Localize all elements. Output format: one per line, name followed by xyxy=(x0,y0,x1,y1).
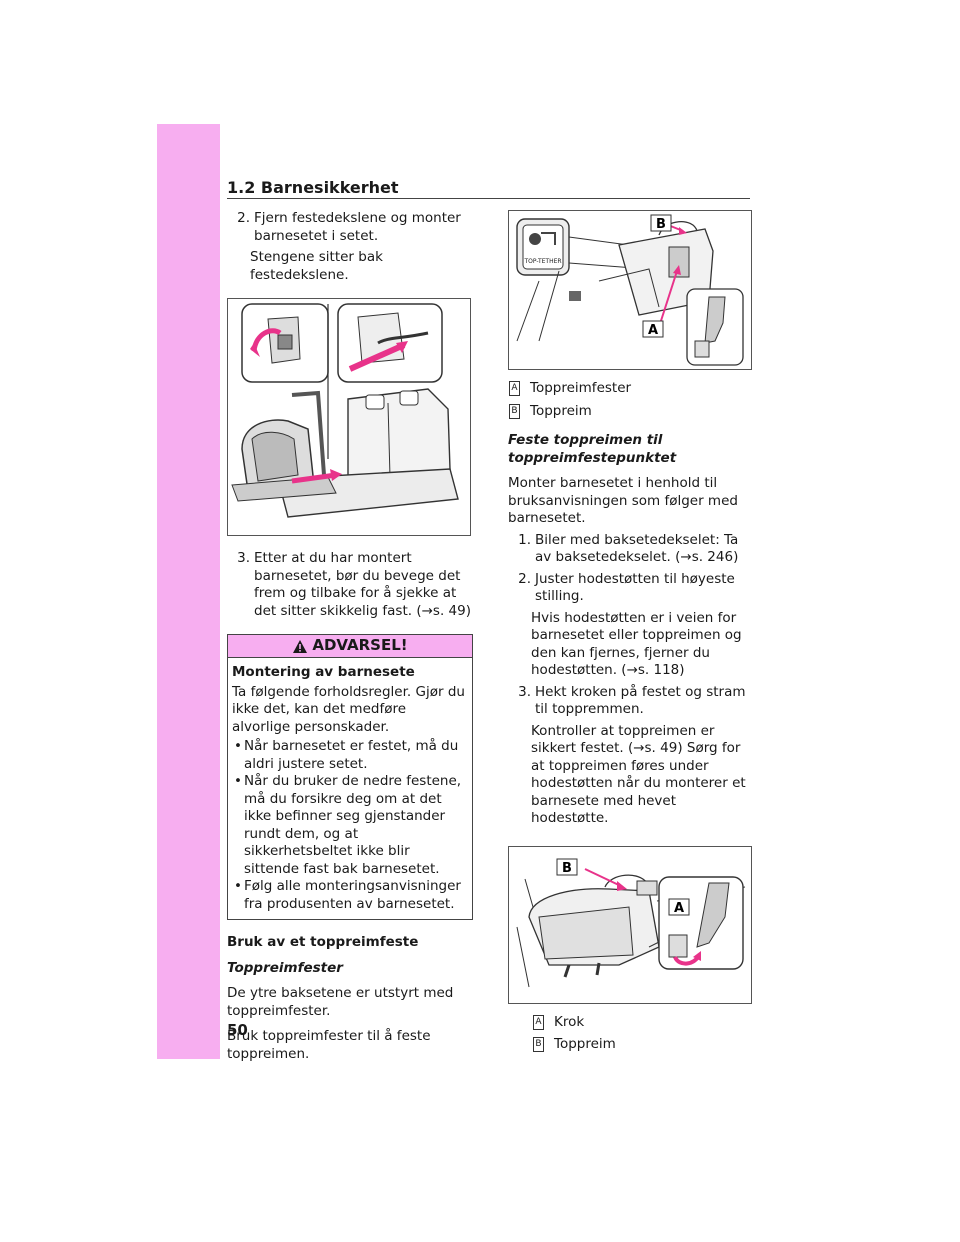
step-number: 3. xyxy=(518,683,531,700)
warning-bar: ADVARSEL! xyxy=(228,635,472,658)
figure-hook-attach: B A xyxy=(508,845,752,1004)
paragraph: De ytre baksetene er utstyrt med topprei… xyxy=(227,985,454,1019)
label-b: B xyxy=(656,217,666,232)
step-text: Fjern festedekslene og monter barnesetet… xyxy=(254,210,461,244)
hook-attach-illustration: B A xyxy=(516,858,746,987)
bullet-text: Når barnesetet er festet, må du aldri ju… xyxy=(244,738,459,772)
paragraph: Bruk toppreimfester til å feste toppreim… xyxy=(227,1028,431,1062)
warning-title: ADVARSEL! xyxy=(312,636,408,655)
bullet-dot: • xyxy=(234,738,242,754)
warning-bullet: • Følg alle monteringsanvisninger fra pr… xyxy=(232,878,468,913)
legend-item: B Toppreim xyxy=(508,1036,754,1054)
bullet-text: Følg alle monteringsanvisninger fra prod… xyxy=(244,878,461,912)
warning-intro: Ta følgende forholdsregler. Gjør du ikke… xyxy=(232,683,465,735)
legend-key: A xyxy=(509,381,520,397)
legend-text: Toppreim xyxy=(530,402,592,419)
step-text: Etter at du har montert barnesetet, bør … xyxy=(254,550,471,619)
header-rule xyxy=(227,198,750,199)
child-seat-illustration xyxy=(231,303,459,518)
warning-icon xyxy=(293,639,308,653)
step-text: Hekt kroken på festet og stram til toppr… xyxy=(535,683,746,718)
side-color-band xyxy=(157,124,220,1059)
section-heading: Bruk av et toppreimfeste xyxy=(227,934,419,950)
warning-body: Montering av barnesete Ta følgende forho… xyxy=(228,658,472,919)
step-3: 3. Etter at du har montert barnesetet, b… xyxy=(227,550,473,620)
section-header: 1.2 Barnesikkerhet xyxy=(227,178,399,197)
figure-top-tether-anchor: TOP-TETHER B A xyxy=(508,210,752,370)
step-number: 1. xyxy=(518,531,531,548)
step-number: 3. xyxy=(237,550,250,566)
left-column: 2. Fjern festedekslene og monter barnese… xyxy=(227,210,473,1071)
legend-item: A Toppreimfester xyxy=(508,380,754,398)
label-b: B xyxy=(562,861,572,876)
bullet-dot: • xyxy=(234,878,242,894)
step-note: Hvis hodestøtten er i veien for barneset… xyxy=(531,609,742,679)
step-2: 2. Juster hodestøtten til høyeste stilli… xyxy=(508,571,754,606)
right-column: TOP-TETHER B A A Topp xyxy=(508,210,754,1059)
legend-key: B xyxy=(533,1037,544,1053)
subheading: Feste toppreimen til toppreimfestepunkte… xyxy=(508,432,677,466)
legend-key: A xyxy=(533,1014,544,1030)
step-number: 2. xyxy=(518,570,531,587)
legend-text: Krok xyxy=(554,1013,585,1030)
step-1: 1. Biler med baksetedekselet: Ta av baks… xyxy=(508,532,754,567)
bullet-dot: • xyxy=(234,773,242,789)
bullet-text: Når du bruker de nedre festene, må du fo… xyxy=(244,773,462,877)
page-number: 50 xyxy=(227,1021,248,1039)
warning-bullet: • Når barnesetet er festet, må du aldri … xyxy=(232,738,468,773)
figure-child-seat-anchors xyxy=(227,298,471,536)
legend-key: B xyxy=(509,403,520,419)
warning-bullet: • Når du bruker de nedre festene, må du … xyxy=(232,773,468,878)
legend-item: A Krok xyxy=(508,1014,754,1032)
warning-heading: Montering av barnesete xyxy=(232,664,415,680)
legend-text: Toppreimfester xyxy=(530,380,632,396)
top-tether-illustration: TOP-TETHER B A xyxy=(516,214,744,366)
step-note: Kontroller at toppreimen er sikkert fest… xyxy=(531,722,746,827)
step-text: Juster hodestøtten til høyeste stilling. xyxy=(535,570,735,605)
step-2: 2. Fjern festedekslene og monter barnese… xyxy=(227,210,473,245)
subheading: Toppreimfester xyxy=(227,959,343,976)
tether-icon-label: TOP-TETHER xyxy=(523,258,561,265)
label-a: A xyxy=(674,901,684,916)
step-3: 3. Hekt kroken på festet og stram til to… xyxy=(508,684,754,719)
label-a: A xyxy=(648,323,658,338)
step-note: Stengene sitter bak festedekslene. xyxy=(250,249,383,283)
warning-box: ADVARSEL! Montering av barnesete Ta følg… xyxy=(227,634,473,920)
legend-item: B Toppreim xyxy=(508,403,754,421)
legend-text: Toppreim xyxy=(554,1036,616,1052)
paragraph: Monter barnesetet i henhold til bruksanv… xyxy=(508,475,738,526)
step-number: 2. xyxy=(237,210,250,226)
step-text: Biler med baksetedekselet: Ta av baksete… xyxy=(535,531,739,566)
